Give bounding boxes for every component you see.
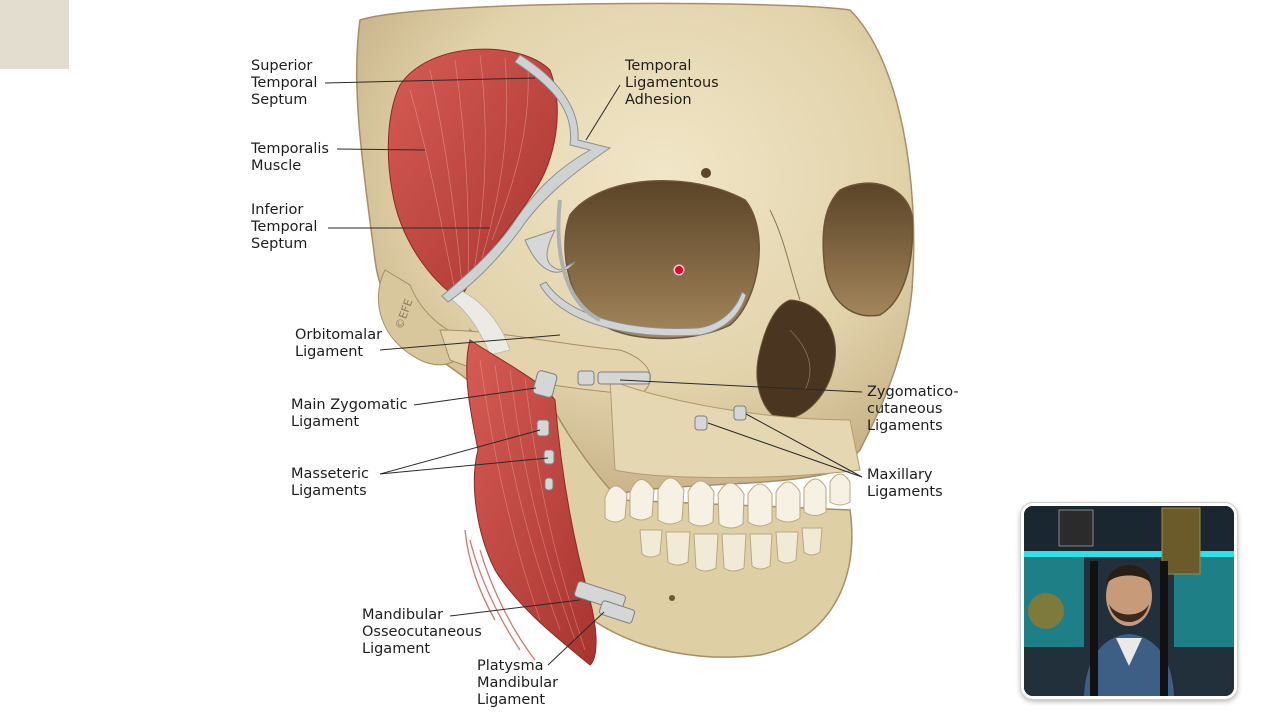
upper-teeth — [604, 473, 851, 529]
maxilla — [609, 379, 861, 478]
label-masseteric-ligaments: Masseteric Ligaments — [291, 466, 369, 499]
temporalis-muscle — [387, 48, 558, 301]
corner-box — [0, 0, 69, 69]
label-maxillary-ligaments: Maxillary Ligaments — [867, 467, 943, 500]
label-mandibular-osseocutaneous-ligament: Mandibular Osseocutaneous Ligament — [362, 607, 482, 657]
laser-pointer-dot — [675, 266, 683, 274]
lower-teeth — [639, 527, 823, 572]
label-superior-temporal-septum: Superior Temporal Septum — [251, 58, 318, 108]
presenter-webcam-icon — [1024, 506, 1234, 696]
presenter-webcam — [1021, 503, 1237, 699]
label-orbitomalar-ligament: Orbitomalar Ligament — [295, 327, 383, 360]
temporalis-tendon — [451, 289, 511, 356]
orbital-retaining-band — [539, 281, 747, 337]
superior-temporal-septum — [441, 54, 612, 303]
label-temporalis-muscle: Temporalis Muscle — [251, 141, 329, 174]
masseter-muscle — [466, 339, 597, 666]
inferior-temporal-septum — [524, 229, 576, 273]
label-temporal-ligamentous-adhesion: Temporal Ligamentous Adhesion — [625, 58, 719, 108]
leader-lines — [324, 77, 863, 666]
ligament-stubs — [532, 370, 747, 624]
right-orbit — [822, 182, 914, 317]
label-platysma-mandibular-ligament: Platysma Mandibular Ligament — [477, 658, 559, 708]
label-inferior-temporal-septum: Inferior Temporal Septum — [251, 202, 318, 252]
label-zygomaticocutaneous-ligaments: Zygomatico- cutaneous Ligaments — [867, 384, 959, 434]
label-main-zygomatic-ligament: Main Zygomatic Ligament — [291, 397, 408, 430]
